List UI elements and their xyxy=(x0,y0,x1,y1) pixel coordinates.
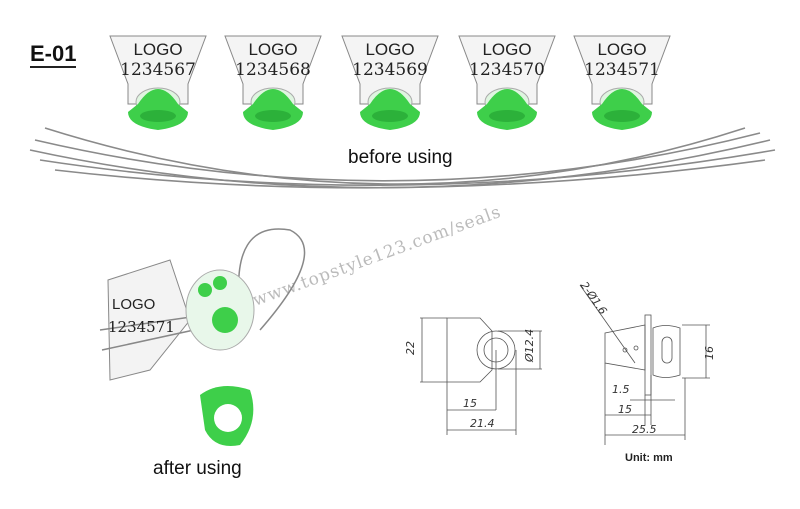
seal-serial: 1234570 xyxy=(469,60,545,80)
dim-body: 15 xyxy=(618,403,632,416)
dim-center: 15 xyxy=(463,397,477,410)
seal-5: LOGO 1234571 xyxy=(572,34,672,144)
dim-diameter: Ø12.4 xyxy=(523,329,536,363)
seal-logo: LOGO xyxy=(248,40,298,59)
seal-serial: 1234571 xyxy=(584,60,660,80)
seal-1: LOGO 1234567 xyxy=(108,34,208,144)
dim-height: 22 xyxy=(404,341,417,355)
seal-logo: LOGO xyxy=(365,40,415,59)
used-seal-logo: LOGO xyxy=(112,296,156,313)
used-seal-serial: 1234571 xyxy=(108,318,175,336)
seal-serial: 1234567 xyxy=(120,60,196,80)
seal-2: LOGO 1234568 xyxy=(223,34,323,144)
dim-total: 25.5 xyxy=(632,423,657,436)
seal-serial: 1234568 xyxy=(235,60,311,80)
unit-label: Unit: mm xyxy=(625,452,673,464)
dim-flange: 1.5 xyxy=(612,383,630,396)
seal-4: LOGO 1234570 xyxy=(457,34,557,144)
seal-serial: 1234569 xyxy=(352,60,428,80)
before-using-caption: before using xyxy=(348,147,453,168)
dim-key-height: 16 xyxy=(703,346,716,360)
model-label: E-01 xyxy=(30,41,77,68)
used-seal-illustration xyxy=(99,228,306,446)
seal-logo: LOGO xyxy=(133,40,183,59)
dim-width: 21.4 xyxy=(470,417,495,430)
seal-logo: LOGO xyxy=(482,40,532,59)
seal-logo: LOGO xyxy=(597,40,647,59)
dim-holes: 2-Ø1.6 xyxy=(578,279,610,317)
side-view-drawing: 2-Ø1.6 16 1.5 15 25.5 xyxy=(578,279,716,445)
front-view-drawing: 22 Ø12.4 15 21.4 xyxy=(404,317,542,435)
seal-3: LOGO 1234569 xyxy=(340,34,440,144)
after-using-caption: after using xyxy=(153,458,242,479)
